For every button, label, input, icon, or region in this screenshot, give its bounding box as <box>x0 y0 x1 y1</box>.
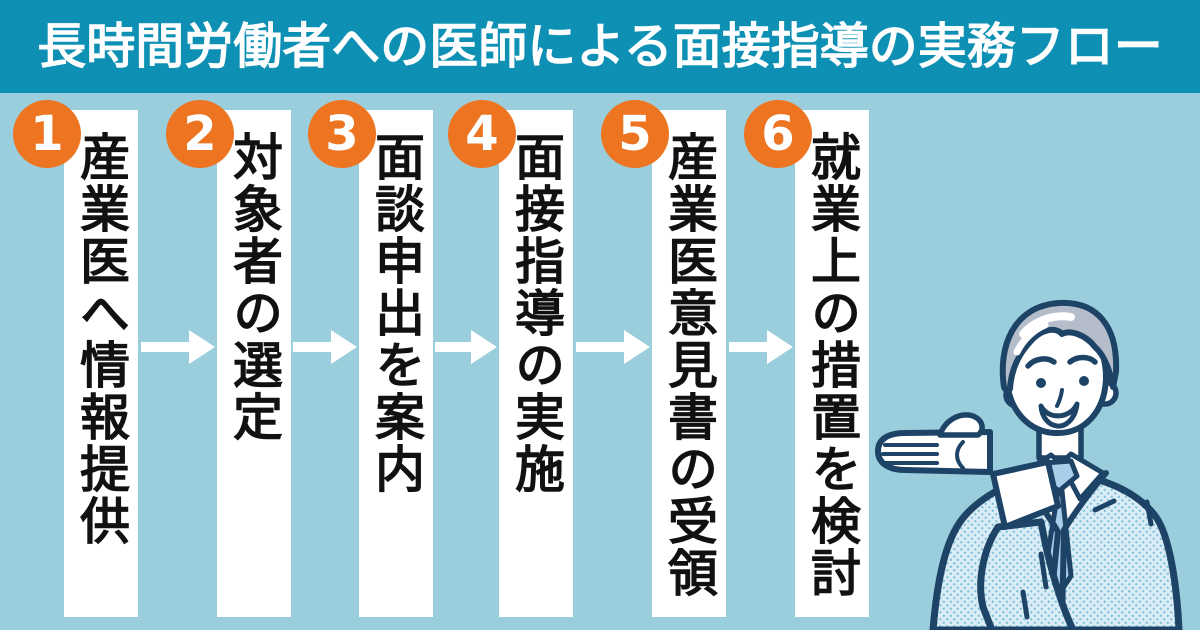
step-number-badge: 1 <box>13 100 81 168</box>
flow-step-4: 4 面接指導の実施 <box>448 100 573 617</box>
step-label: 産業医意見書の受領 <box>660 131 718 599</box>
step-number-badge: 4 <box>448 100 516 168</box>
page-title: 長時間労働者への医師による面接指導の実務フロー <box>37 18 1163 75</box>
step-label: 産業医へ情報提供 <box>72 131 130 547</box>
flow-step-2: 2 対象者の選定 <box>166 100 291 617</box>
step-number-badge: 2 <box>166 100 234 168</box>
step-number-badge: 3 <box>308 100 376 168</box>
step-number-badge: 5 <box>601 100 669 168</box>
step-label: 就業上の措置を検討 <box>803 131 861 599</box>
flow-step-3: 3 面談申出を案内 <box>308 100 433 617</box>
flow-step-6: 6 就業上の措置を検討 <box>744 100 869 617</box>
step-label: 対象者の選定 <box>225 131 283 443</box>
step-label: 面接指導の実施 <box>507 131 565 495</box>
flow-step-1: 1 産業医へ情報提供 <box>13 100 138 617</box>
flow-arrow-icon <box>576 330 650 364</box>
flow-arrow-icon <box>729 330 793 364</box>
step-number-badge: 6 <box>744 100 812 168</box>
flow-step-5: 5 産業医意見書の受領 <box>601 100 726 617</box>
man-hand <box>875 412 1077 630</box>
flow-arrow-icon <box>435 330 497 364</box>
step-label: 面談申出を案内 <box>367 131 425 495</box>
flow-arrow-icon <box>293 330 357 364</box>
title-bar: 長時間労働者への医師による面接指導の実務フロー <box>0 0 1200 93</box>
man-head <box>999 299 1120 437</box>
presenting-businessman-illustration <box>875 299 1183 630</box>
flow-arrow-icon <box>141 330 215 364</box>
